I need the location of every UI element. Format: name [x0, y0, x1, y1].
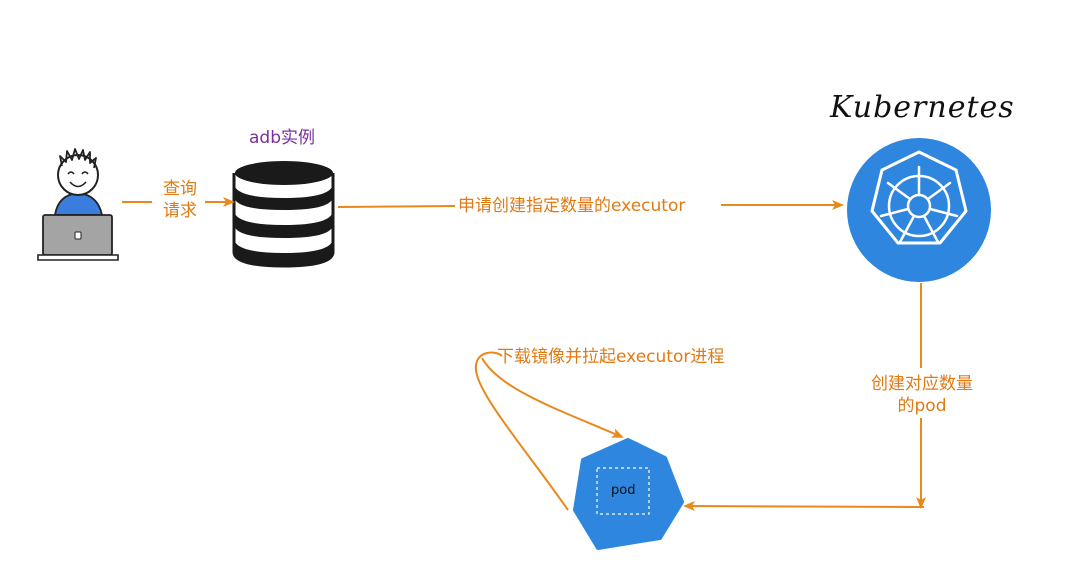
query-label: 查询 请求	[156, 178, 204, 222]
kubernetes-title: Kubernetes	[830, 90, 1015, 125]
query-label-line1: 查询	[163, 179, 197, 199]
pod-label: pod	[611, 483, 636, 498]
arrow-pod-loop-return	[481, 357, 624, 438]
pull-image-label: 下载镜像并拉起executor进程	[497, 347, 725, 367]
arrow-pod-loop	[474, 351, 569, 511]
create-pod-label-line2: 的pod	[897, 396, 947, 416]
user-laptop-icon	[37, 148, 119, 261]
arrow-to-pod	[683, 501, 925, 512]
create-pod-label-line1: 创建对应数量	[871, 374, 973, 394]
create-pod-label: 创建对应数量 的pod	[855, 373, 989, 417]
kubernetes-helm-icon	[847, 138, 991, 282]
arrows	[122, 197, 926, 512]
arrow-db-to-k8s-left	[337, 205, 456, 208]
query-label-line2: 请求	[163, 201, 197, 221]
database-icon	[232, 161, 335, 268]
db-title: adb实例	[249, 128, 315, 148]
pod-heptagon-icon	[573, 438, 684, 550]
request-executor-label: 申请创建指定数量的executor	[458, 196, 686, 216]
